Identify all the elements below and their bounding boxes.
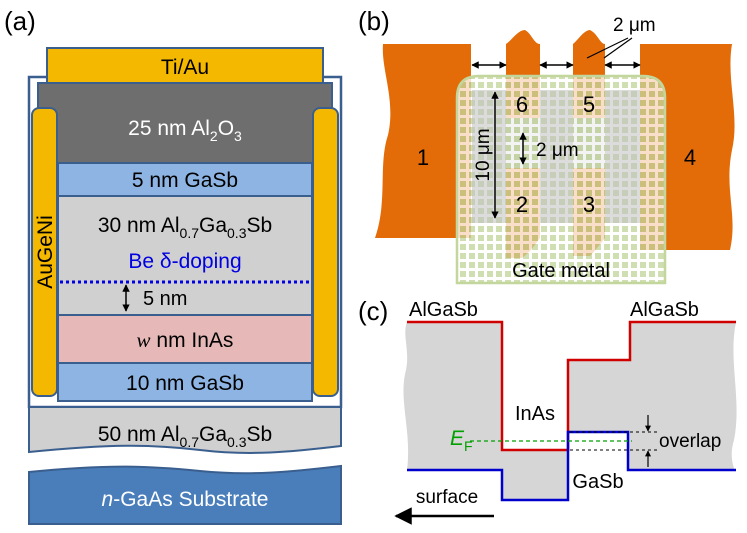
contact-label-3: 3 bbox=[583, 192, 595, 217]
fermi-label: EF bbox=[450, 427, 473, 454]
leader-line-2 bbox=[586, 37, 629, 59]
valence-band-edge bbox=[407, 430, 736, 502]
augeni-label: AuGeNi bbox=[34, 215, 57, 289]
substrate-layer bbox=[28, 464, 342, 525]
ti-au-layer bbox=[46, 47, 324, 84]
band-background bbox=[403, 322, 737, 500]
right-algasb-label: AlGaSb bbox=[630, 299, 699, 321]
spacer-label: 5 nm bbox=[143, 288, 187, 310]
left-algasb-label: AlGaSb bbox=[409, 299, 478, 321]
dim-top-label: 2 μm bbox=[613, 15, 656, 36]
gasb-label: 10 nm GaSb bbox=[126, 372, 244, 395]
oxide-label: 25 nm Al2O3 bbox=[128, 117, 242, 144]
panel-a: (a) Ti/Au 25 nm Al2O3 5 nm GaSb 30 nm Al… bbox=[4, 6, 343, 525]
contact-label-6: 6 bbox=[516, 92, 528, 117]
gasb-label-c: GaSb bbox=[572, 471, 623, 493]
inas-label: InAs bbox=[515, 403, 555, 425]
overlap-label: overlap bbox=[659, 431, 721, 452]
contact-pad-1 bbox=[375, 44, 471, 238]
mesa-tint-3 bbox=[605, 90, 640, 223]
inas-well-label: w nm InAs bbox=[137, 328, 234, 352]
mesa-tint-1 bbox=[472, 90, 506, 223]
algasb-barrier-label: 30 nm Al0.7Ga0.3Sb bbox=[98, 214, 272, 241]
dim-vertical-label: 10 μm bbox=[473, 128, 494, 181]
panel-a-label: (a) bbox=[4, 6, 36, 36]
gate-label: Gate metal bbox=[512, 260, 610, 282]
contact-label-5: 5 bbox=[583, 92, 595, 117]
contact-label-1: 1 bbox=[417, 145, 429, 170]
inas-well-layer bbox=[57, 314, 313, 364]
surface-label: surface bbox=[416, 487, 478, 508]
algasb-barrier-layer bbox=[57, 195, 313, 316]
substrate-label: n-GaAs Substrate bbox=[102, 488, 269, 511]
ti-au-label: Ti/Au bbox=[161, 56, 209, 79]
panel-b-label: (b) bbox=[358, 6, 390, 36]
contact-label-4: 4 bbox=[684, 145, 696, 170]
leader-line-1 bbox=[603, 37, 633, 59]
augeni-contact-right bbox=[312, 107, 339, 397]
gasb-cap-label: 5 nm GaSb bbox=[132, 169, 238, 192]
oxide-layer bbox=[37, 82, 333, 164]
conduction-band-edge bbox=[407, 320, 736, 452]
panel-c: (c) EF overlap AlGaSb AlGaSb InAs GaSb s… bbox=[358, 296, 737, 525]
dim-mid-label: 2 μm bbox=[536, 140, 579, 161]
augeni-contact-left bbox=[31, 107, 58, 397]
panel-c-label: (c) bbox=[358, 296, 388, 326]
contact-label-2: 2 bbox=[516, 192, 528, 217]
algasb-buffer-label: 50 nm Al0.7Ga0.3Sb bbox=[98, 423, 272, 450]
doping-label: Be δ-doping bbox=[128, 250, 241, 273]
mesa-tint-2 bbox=[540, 90, 573, 223]
panel-b: (b) 1 2 3 4 5 6 bbox=[358, 6, 735, 285]
algasb-buffer-layer bbox=[28, 406, 342, 454]
